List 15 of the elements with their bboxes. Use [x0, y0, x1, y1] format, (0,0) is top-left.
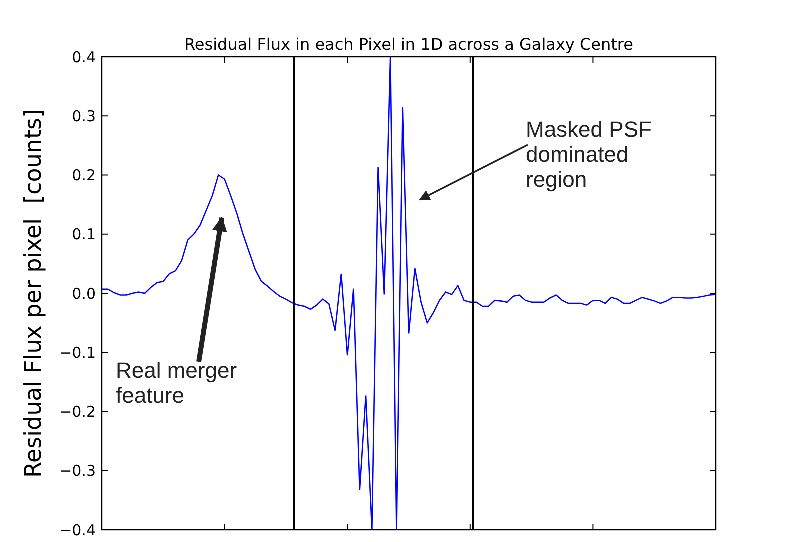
- tick-label: −0.3: [60, 462, 96, 480]
- leader-arrow: [196, 216, 228, 362]
- callout-text: Real merger feature: [116, 358, 266, 408]
- leader-arrow: [419, 144, 528, 201]
- chart-title: Residual Flux in each Pixel in 1D across a Galaxy Centre: [184, 35, 634, 54]
- tick-label: 0.4: [72, 48, 96, 66]
- tick-label: −0.2: [60, 403, 96, 421]
- tick-label: 0.1: [72, 226, 96, 244]
- axis-title: Residual Flux per pixel [counts]: [21, 109, 47, 478]
- tick-label: −0.4: [60, 521, 96, 540]
- tick-label: 0.2: [72, 166, 96, 184]
- tick-label: −0.1: [60, 344, 96, 362]
- callout-text: Masked PSF dominated region: [526, 117, 666, 192]
- tick-label: 0.0: [72, 284, 96, 303]
- tick-label: 0.3: [72, 107, 96, 126]
